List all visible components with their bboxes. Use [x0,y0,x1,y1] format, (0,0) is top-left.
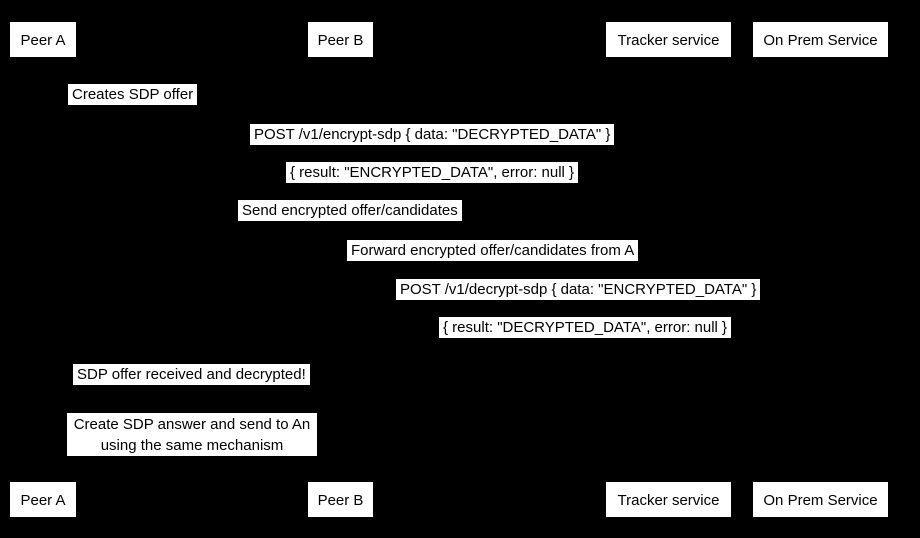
message-sdp-offer-received: SDP offer received and decrypted! [73,364,310,385]
actor-peer-a-bottom: Peer A [10,482,76,517]
actor-tracker-service-bottom: Tracker service [606,482,731,517]
actor-peer-b-bottom: Peer B [308,482,373,517]
message-result-encrypted-data: { result: "ENCRYPTED_DATA", error: null … [286,162,579,183]
actor-on-prem-service-top: On Prem Service [753,22,888,57]
message-creates-sdp-offer: Creates SDP offer [68,84,198,105]
message-result-decrypted-data: { result: "DECRYPTED_DATA", error: null … [439,317,732,338]
message-forward-encrypted-offer: Forward encrypted offer/candidates from … [347,240,639,261]
message-send-encrypted-offer: Send encrypted offer/candidates [238,200,462,221]
note-line-1: Create SDP answer and send to An [73,416,311,433]
message-post-decrypt-sdp: POST /v1/decrypt-sdp { data: "ENCRYPTED_… [396,279,761,300]
actor-on-prem-service-bottom: On Prem Service [753,482,888,517]
actor-peer-b-top: Peer B [308,22,373,57]
note-line-2: using the same mechanism [100,437,284,454]
actor-peer-a-top: Peer A [10,22,76,57]
actor-tracker-service-top: Tracker service [606,22,731,57]
message-post-encrypt-sdp: POST /v1/encrypt-sdp { data: "DECRYPTED_… [250,124,615,145]
note-create-sdp-answer: Create SDP answer and send to An using t… [67,413,317,456]
